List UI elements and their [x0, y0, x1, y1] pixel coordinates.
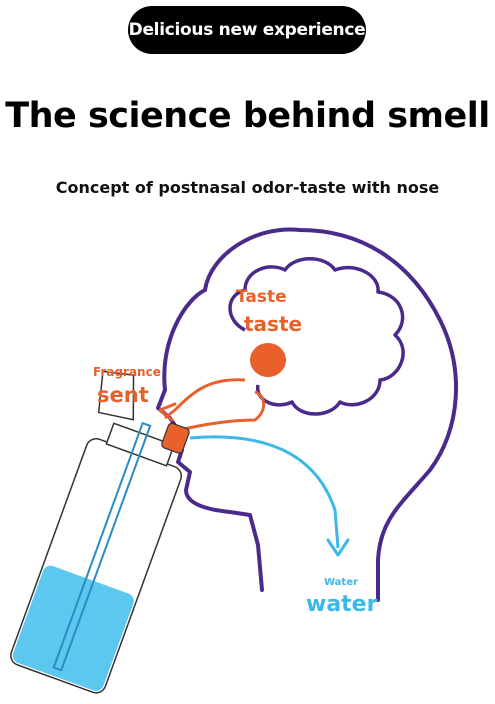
- brain-outline: [228, 257, 405, 416]
- taste-label-small: Taste: [236, 287, 287, 307]
- bottle-spout: [161, 422, 190, 454]
- fragrance-loop: [179, 390, 266, 432]
- taste-label: taste: [244, 312, 303, 336]
- headline: The science behind smell: [5, 96, 490, 136]
- fragrance-arrow: [158, 402, 177, 422]
- bottle-straw: [52, 421, 152, 672]
- fragrance-label-small: Fragrance: [93, 365, 161, 379]
- water-path: [189, 435, 340, 549]
- bottle-lid: [97, 370, 135, 421]
- bottle-water: [12, 565, 134, 691]
- fragrance-path: [164, 378, 246, 420]
- subheadline: Concept of postnasal odor-taste with nos…: [55, 178, 440, 197]
- head-outline: [162, 227, 458, 602]
- taste-spot: [250, 343, 286, 377]
- water-label-small: Water: [324, 577, 358, 588]
- water-arrow: [326, 538, 350, 557]
- water-label: water: [306, 592, 378, 617]
- bottle: [10, 370, 190, 694]
- fragrance-label: sent: [97, 383, 149, 407]
- badge-pill: Delicious new experience: [128, 6, 366, 54]
- bottle-neck: [105, 422, 175, 467]
- badge-text: Delicious new experience: [128, 20, 366, 40]
